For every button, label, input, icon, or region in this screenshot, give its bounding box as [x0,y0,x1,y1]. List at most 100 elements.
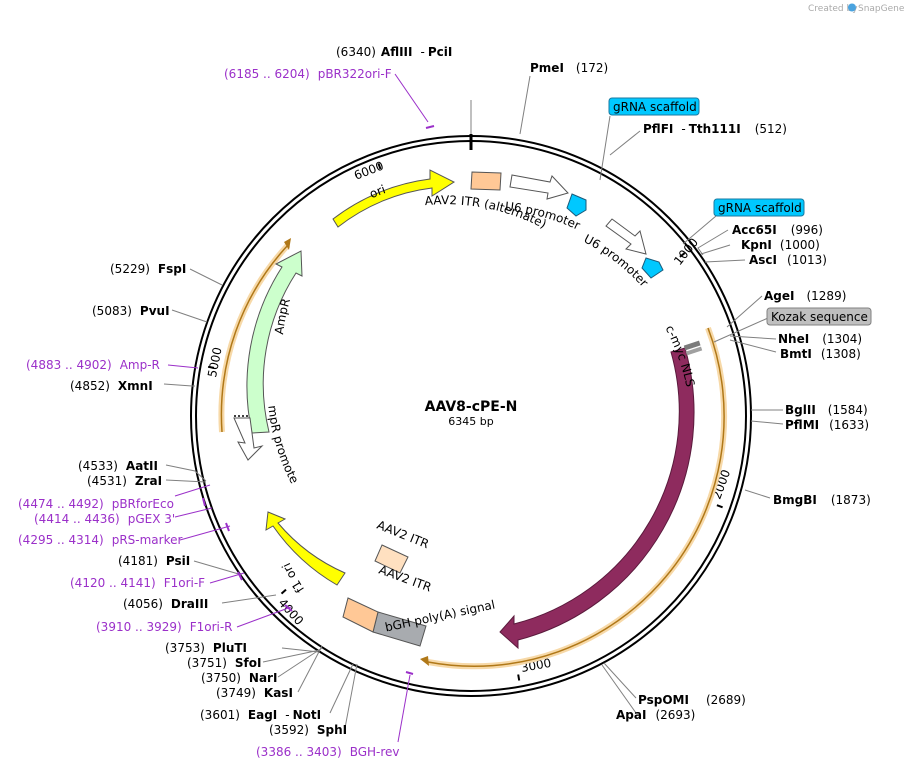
site-label: (4531)ZraI [87,474,162,488]
site-pos: (5229) [110,262,150,276]
primer-label: (3910 .. 3929) F1ori-R [96,620,233,634]
itr-alt-feature [470,171,502,191]
primer-name: Amp-R [120,358,160,372]
primer-range: (3910 .. 3929) [96,620,182,634]
tick-mark [679,252,686,258]
site-pos: (5083) [92,304,132,318]
leader-line [609,130,641,156]
f1-ori-label: f1 ori [279,561,307,596]
itr-feature-1 [342,597,379,633]
site-name: KasI [264,686,293,700]
leader-line [165,464,207,482]
site-pos: (3601) [200,708,240,722]
leader-line [519,75,531,135]
primer-name: pRS-marker [112,533,183,547]
primer-name: BGH-rev [350,745,400,759]
site-dash: - [285,708,289,722]
site-label: ApaI(2693) [616,708,695,722]
snapgene-logo-icon [848,3,856,12]
tick-mark [377,163,382,170]
site-label: AscI(1013) [749,253,827,267]
leader-line [329,663,354,714]
leader-line [601,664,637,714]
primer-leader-line [394,73,429,123]
primer-name: pGEX 3' [128,512,175,526]
site-label: PspOMI(2689) [638,693,746,707]
site-label: (3592)SphI [269,723,347,737]
leader-line [744,489,771,499]
primer-range: (4414 .. 4436) [34,512,120,526]
primer-leader-line [397,674,411,743]
site-name: PmeI [530,61,564,75]
site-pos: (1873) [831,493,871,507]
tick-mark [280,588,287,595]
site-name: Tth111I [689,122,741,136]
itr-feature-2 [374,544,409,574]
tick-label-6000: 6000 [352,159,386,183]
kozak-box-bg [766,307,872,326]
primer-label: (6185 .. 6204)pBR322ori-F [224,67,392,81]
ori-feature [332,169,456,228]
site-label: NheI(1304) [778,332,862,346]
tick-mark [207,365,215,369]
leader-line [713,317,769,343]
site-pos: (1289) [806,289,846,303]
primer-leader-line [236,606,292,628]
site-pos: (1584) [828,403,868,417]
highlight-arc-cas9-line [427,327,725,667]
site-label: (4181)PsiI [118,554,190,568]
primer-label: (4883 .. 4902)Amp-R [26,358,160,372]
leader-line [344,663,358,729]
primer-label: (4120 .. 4141)F1ori-F [70,576,205,590]
tick-marks [207,163,723,681]
leader-line [700,244,731,255]
leader-line [221,594,277,604]
leader-line [171,309,208,323]
site-name: BglII [785,403,816,417]
site-name: NarI [249,671,278,685]
site-pos: (512) [755,122,787,136]
site-name: BmtI [780,347,812,361]
leader-line [193,560,243,576]
site-name: FspI [158,262,186,276]
site-pos: (1000) [780,238,820,252]
grna-scaffold-1-feature [566,193,587,217]
site-name: PciI [428,45,453,59]
site-pos: (1633) [829,418,869,432]
site-label: BmtI(1308) [780,347,861,361]
site-pos: (1013) [787,253,827,267]
site-name: PflMI [785,418,819,432]
primer-marker [225,522,230,532]
site-name: KpnI [741,238,772,252]
site-pos: (6340) [336,45,376,59]
site-name: SfoI [235,656,262,670]
site-pos: (4531) [87,474,127,488]
leader-line [165,479,207,483]
leader-line [189,268,223,286]
site-label: BglII (1584) [785,403,868,417]
leader-line [697,229,729,256]
site-label: (3749)KasI [216,686,293,700]
site-dash: - [420,45,424,59]
primer-label: (3386 .. 3403)BGH-rev [256,745,400,759]
site-label: BmgBI(1873) [773,493,871,507]
site-label: (3750)NarI [201,671,277,685]
credit-brand: SnapGene [858,4,905,14]
grna-box-2-label: gRNA scaffold [718,201,802,215]
site-label: (6340)AflIII-PciI [336,45,452,59]
leader-line [603,662,637,699]
primer-marker [202,497,206,507]
f1-ori-feature [265,511,346,586]
site-labels: (6340)AflIII-PciI PmeI(172) PflFI-Tth111… [70,45,871,737]
primer-range: (4295 .. 4314) [18,533,104,547]
ori-label-path: ori [367,182,387,201]
site-label: (3601)EagI-NotI [200,708,321,722]
kozak-marker [685,346,703,356]
leader-line [599,115,611,181]
site-name: PspOMI [638,693,689,707]
site-name: PvuI [140,304,170,318]
primer-name: F1ori-R [190,620,233,634]
ampr-feature [246,250,303,434]
site-label: AgeI(1289) [764,289,846,303]
